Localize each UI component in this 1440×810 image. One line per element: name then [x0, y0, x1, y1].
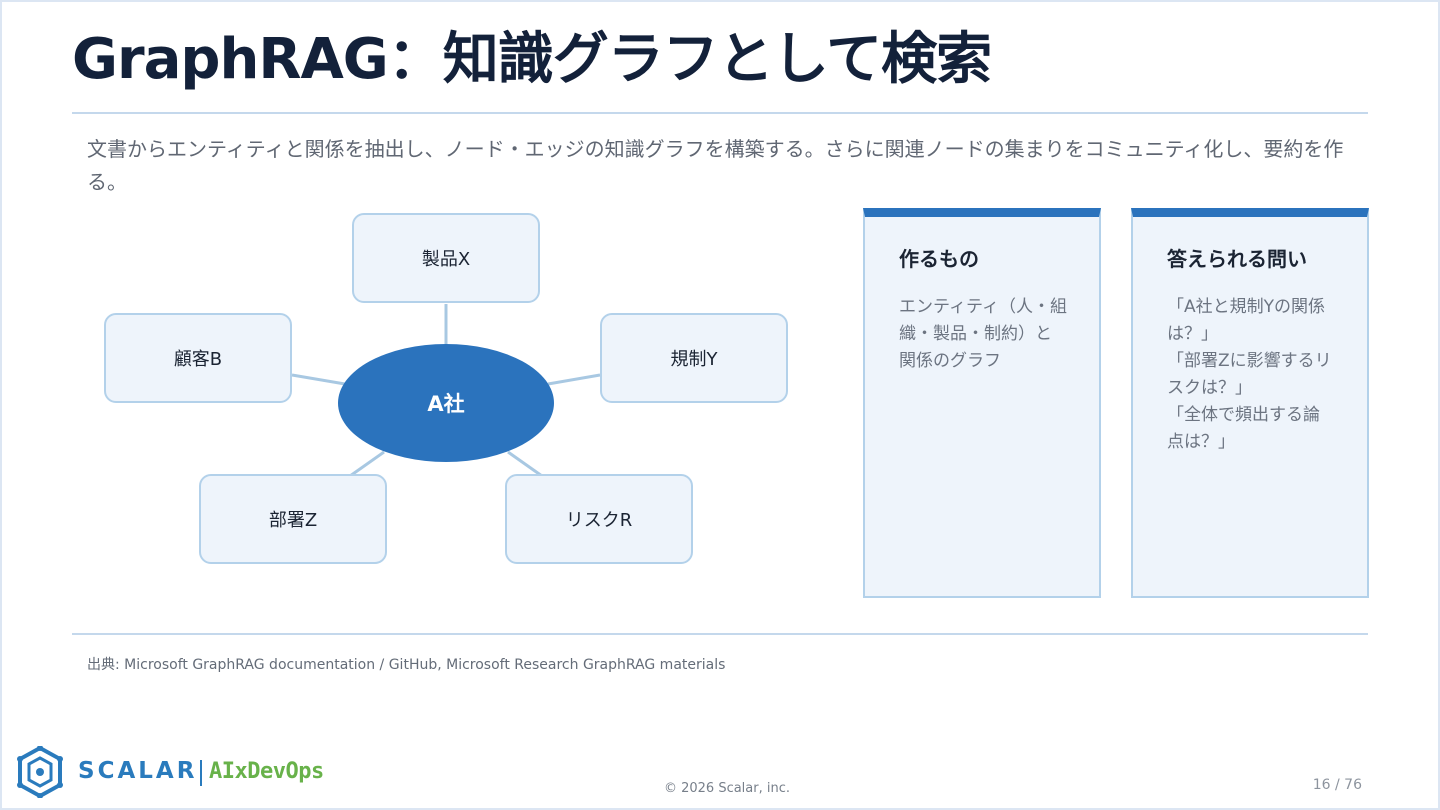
- copyright: © 2026 Scalar, inc.: [0, 781, 1440, 796]
- edge-center-regulation: [547, 373, 601, 386]
- node-risk: リスクR: [505, 474, 693, 564]
- card-questions-line: は？」: [1167, 324, 1218, 344]
- node-risk-label: リスクR: [565, 510, 633, 531]
- slide-title: GraphRAG：知識グラフとして検索: [72, 27, 992, 92]
- node-center: A社: [338, 344, 554, 462]
- brand-name: SCALAR: [78, 758, 198, 784]
- source-citation: 出典: Microsoft GraphRAG documentation / G…: [87, 657, 726, 673]
- node-regulation-label: 規制Y: [670, 349, 718, 370]
- edge-center-risk: [507, 450, 543, 478]
- edge-center-customer: [291, 373, 346, 386]
- scalar-logo-icon: [17, 746, 63, 798]
- node-customer-label: 顧客B: [173, 349, 223, 370]
- footer-divider: [72, 633, 1368, 635]
- card-outputs-line: 関係のグラフ: [899, 351, 1001, 371]
- card-questions-title: 答えられる問い: [1167, 247, 1307, 271]
- graph-edges: [291, 304, 601, 478]
- node-center-label: A社: [427, 392, 465, 416]
- card-questions-line: 「全体で頻出する論: [1167, 405, 1320, 425]
- edge-center-department: [349, 450, 385, 478]
- node-regulation: 規制Y: [600, 313, 788, 403]
- brand-separator: [200, 760, 202, 786]
- page-number: 16 / 76: [1312, 777, 1362, 793]
- card-outputs-body: エンティティ（人・組 織・製品・制約）と 関係のグラフ: [899, 294, 1075, 375]
- node-department: 部署Z: [199, 474, 387, 564]
- node-product-label: 製品X: [421, 249, 471, 270]
- card-outputs: 作るもの エンティティ（人・組 織・製品・制約）と 関係のグラフ: [863, 208, 1101, 598]
- card-outputs-line: エンティティ（人・組: [899, 297, 1067, 317]
- card-questions-body: 「A社と規制Yの関係 は？」 「部署Zに影響するリ スクは？」 「全体で頻出する…: [1167, 294, 1343, 456]
- card-questions-line: 「部署Zに影響するリ: [1167, 351, 1332, 371]
- card-questions-line: 「A社と規制Yの関係: [1167, 297, 1326, 317]
- card-outputs-title: 作るもの: [899, 247, 979, 271]
- lead-paragraph: 文書からエンティティと関係を抽出し、ノード・エッジの知識グラフを構築する。さらに…: [87, 137, 1344, 194]
- node-department-label: 部署Z: [268, 510, 318, 531]
- copyright-text: © 2026 Scalar, inc.: [663, 781, 791, 796]
- title-divider: [72, 112, 1368, 114]
- sub-brand-name: AIxDevOps: [209, 759, 324, 784]
- card-questions-line: スクは？」: [1167, 378, 1252, 398]
- card-questions: 答えられる問い 「A社と規制Yの関係 は？」 「部署Zに影響するリ スクは？」 …: [1131, 208, 1369, 598]
- knowledge-graph: 製品X 顧客B 規制Y 部署Z リスクR A社: [0, 0, 820, 620]
- node-customer: 顧客B: [104, 313, 292, 403]
- node-product: 製品X: [352, 213, 540, 303]
- card-outputs-line: 織・製品・制約）と: [899, 324, 1052, 344]
- card-questions-line: 点は？」: [1167, 432, 1235, 452]
